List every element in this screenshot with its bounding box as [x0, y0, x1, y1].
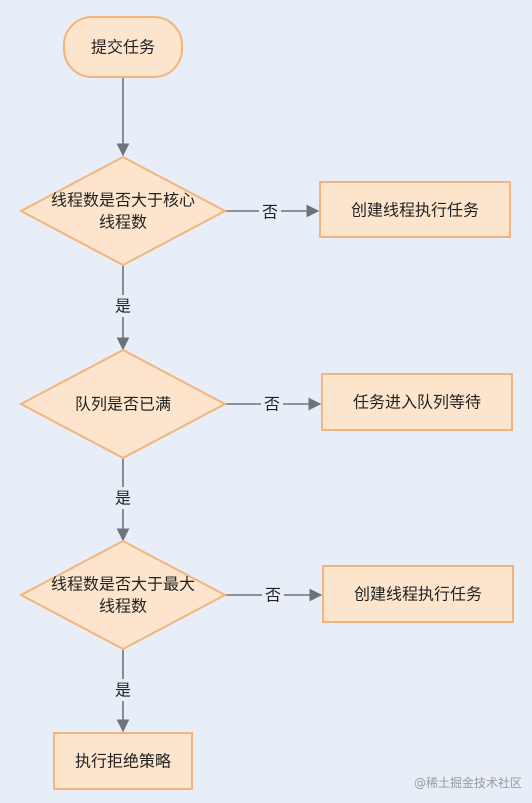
node-action-2-label: 任务进入队列等待: [353, 393, 481, 412]
node-action-3: 创建线程执行任务: [322, 565, 514, 623]
edge-label-no-3: 否: [265, 586, 281, 605]
node-decision-3: 线程数是否大于最大 线程数: [18, 539, 228, 651]
node-start-label: 提交任务: [91, 38, 155, 57]
node-action-1-label: 创建线程执行任务: [351, 201, 479, 220]
node-action-1: 创建线程执行任务: [319, 181, 511, 238]
node-end: 执行拒绝策略: [53, 732, 193, 790]
edge-label-no-2: 否: [264, 395, 280, 414]
node-start: 提交任务: [63, 16, 183, 78]
node-decision-1-label-line1: 线程数是否大于核心: [51, 191, 195, 210]
node-decision-1: 线程数是否大于核心 线程数: [18, 155, 228, 267]
node-action-3-label: 创建线程执行任务: [354, 585, 482, 604]
edge-label-yes-1: 是: [115, 297, 131, 316]
edge-label-no-1: 否: [262, 203, 278, 222]
node-decision-3-label-line2: 线程数: [99, 597, 147, 616]
edge-label-yes-3: 是: [115, 681, 131, 700]
node-decision-2-label: 队列是否已满: [75, 395, 171, 414]
node-decision-3-label-line1: 线程数是否大于最大: [51, 575, 195, 594]
node-end-label: 执行拒绝策略: [75, 752, 171, 771]
edge-label-yes-2: 是: [115, 489, 131, 508]
watermark: @稀土掘金技术社区: [414, 775, 522, 790]
edge-labels: 否 是 否 是 否 是: [112, 200, 284, 701]
node-action-2: 任务进入队列等待: [321, 373, 513, 431]
node-decision-2: 队列是否已满: [18, 348, 228, 460]
node-decision-1-label-line2: 线程数: [99, 213, 147, 232]
